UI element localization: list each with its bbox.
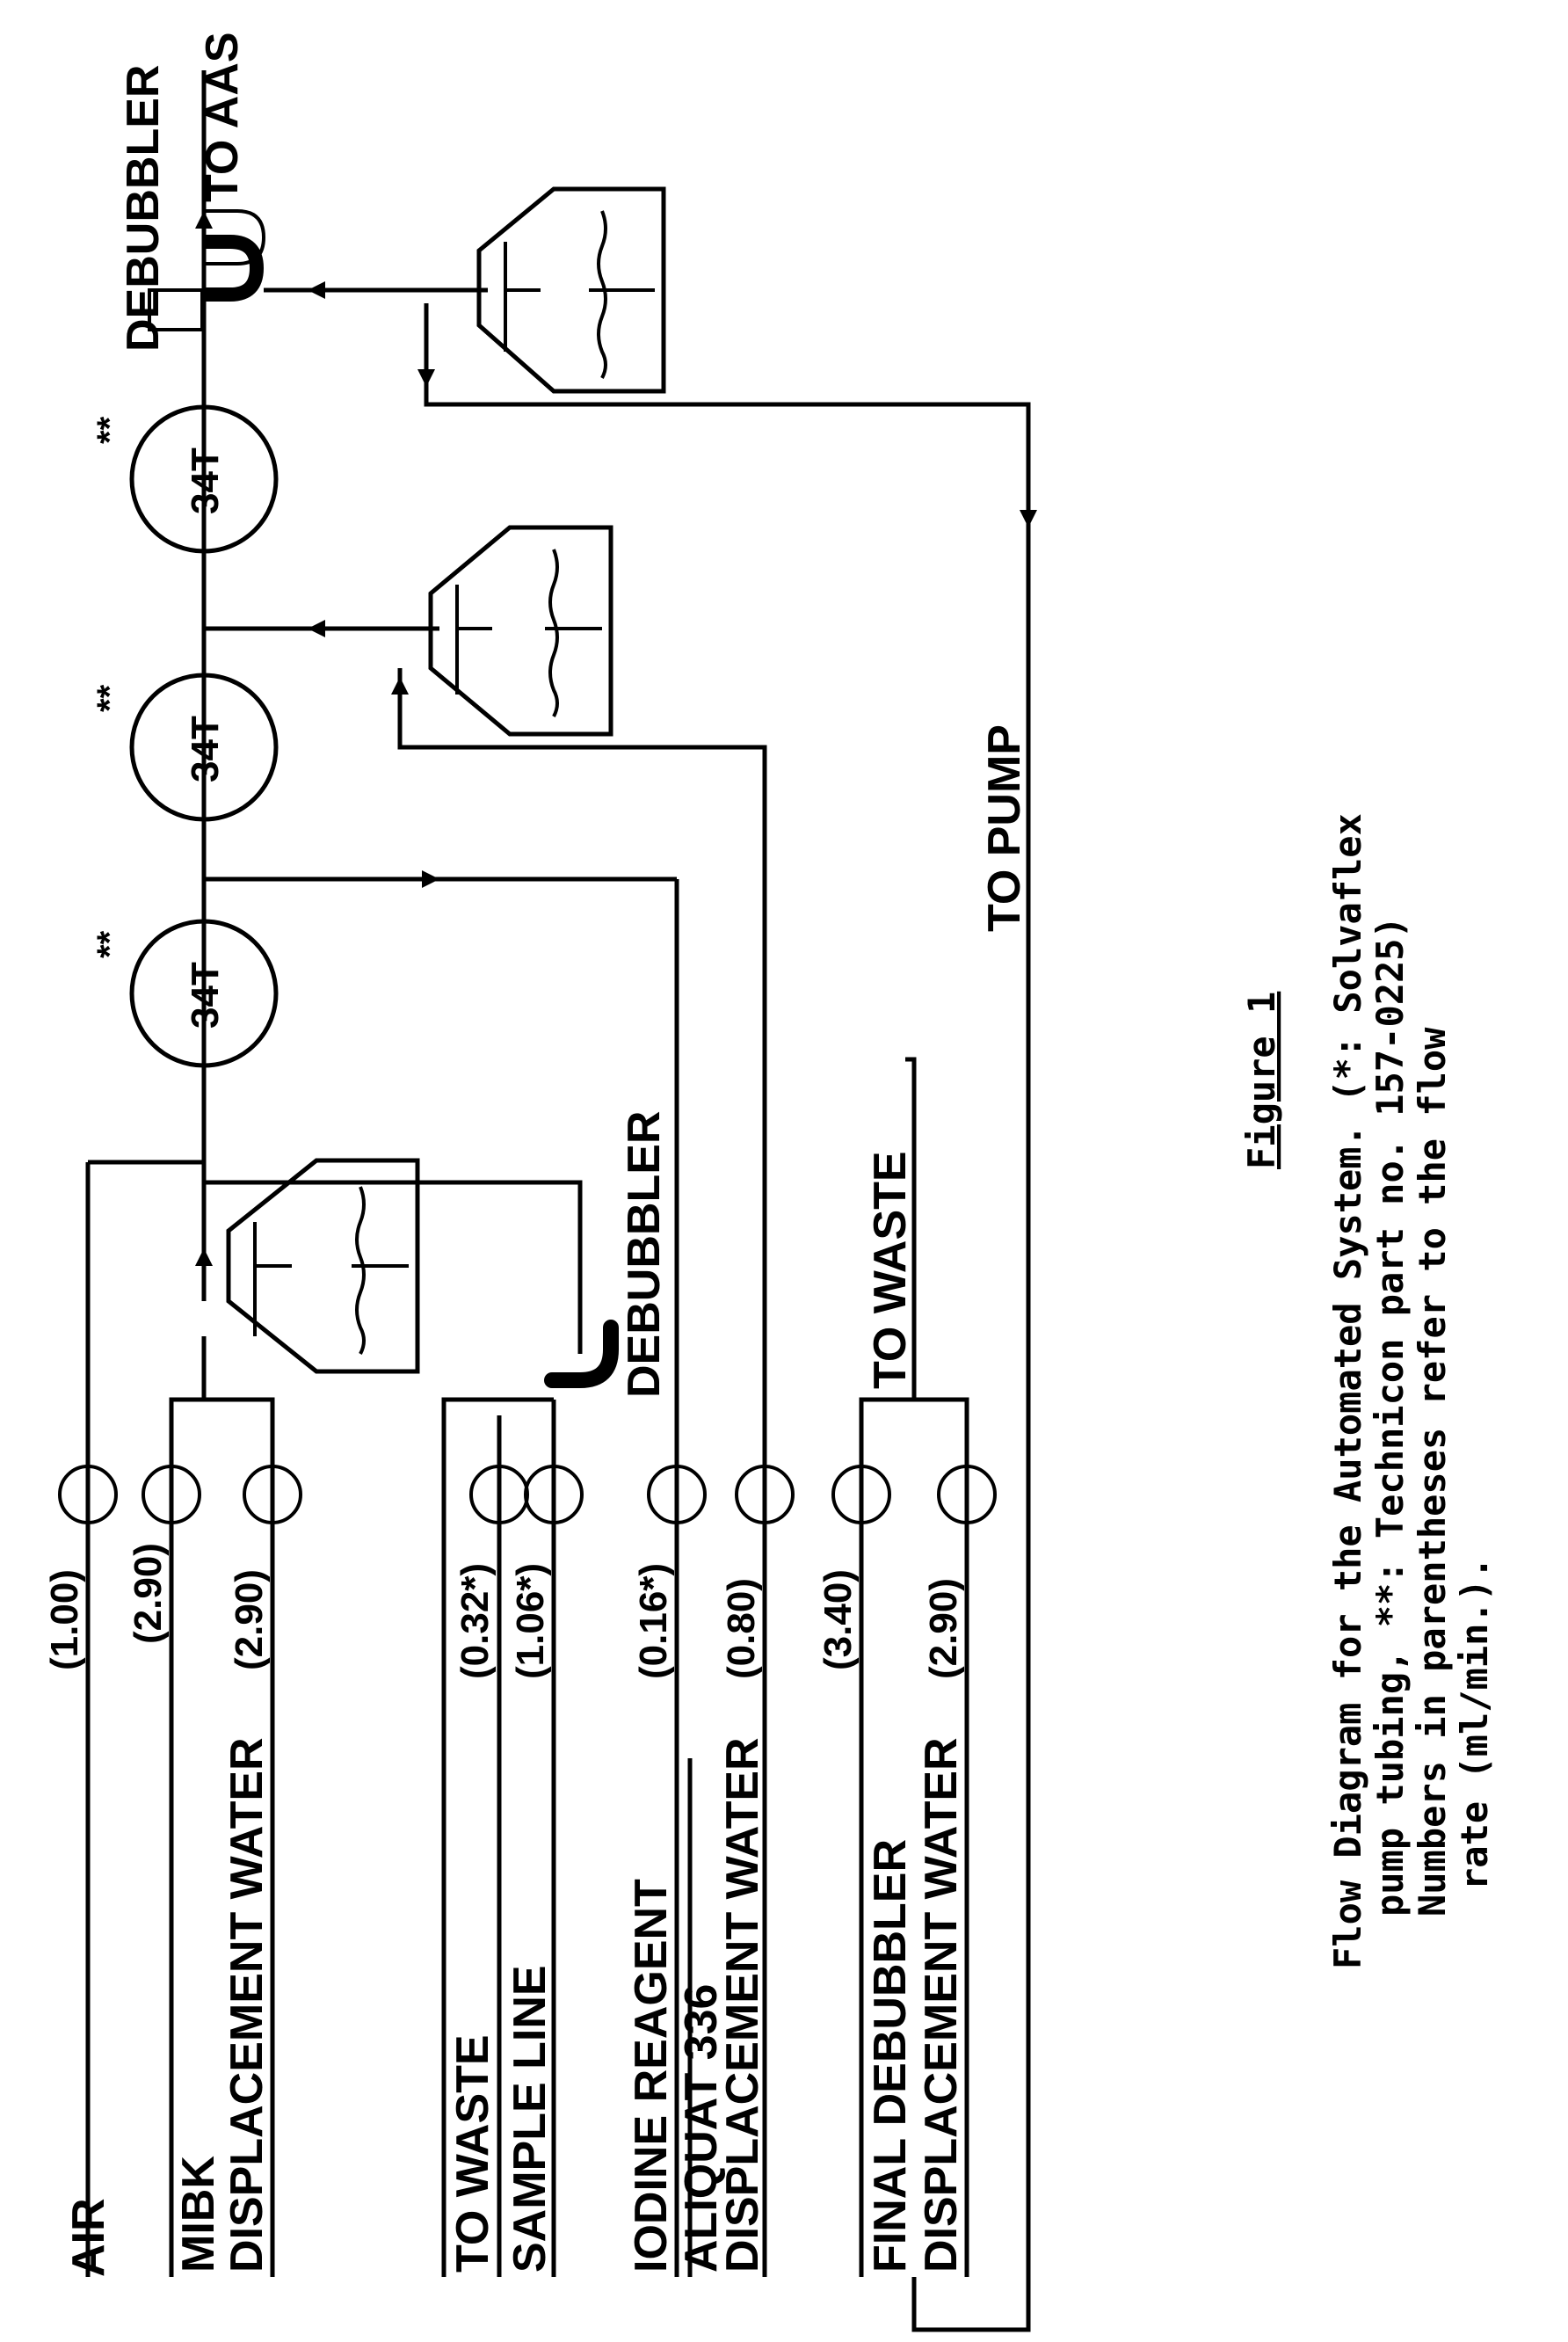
- coil-3-label: 34T: [184, 447, 227, 514]
- mixing-coil-1: [129, 919, 279, 1068]
- debubbler-1-return: [204, 1180, 583, 1354]
- coil-1-mark: **: [91, 930, 129, 958]
- pump-tube-sample-line: [524, 1465, 584, 1524]
- mixing-flask-1: [226, 1158, 420, 1374]
- caption-line-4: rate (ml/min.).: [1453, 1557, 1496, 1890]
- to-pump-line: [424, 303, 1031, 2332]
- label-displacement-water-2: DISPLACEMENT WATER: [717, 1737, 768, 2273]
- pump-tube-displacement-water-1: [243, 1465, 302, 1524]
- caption-line-3: Numbers in parentheses refer to the flow: [1411, 1027, 1454, 1917]
- pump-tube-displacement-water-2: [735, 1465, 795, 1524]
- label-sample-line: SAMPLE LINE: [505, 1965, 555, 2273]
- arrow-flask-2-inlet: [391, 677, 409, 695]
- figure-label: Figure 1: [1240, 992, 1283, 1169]
- coil-2-label: 34T: [184, 716, 227, 782]
- rate-to-waste: (0.32*): [454, 1563, 497, 1679]
- rate-sample-line: (1.06*): [509, 1563, 552, 1679]
- coil-3-mark: **: [91, 416, 129, 444]
- arrow-iodine: [422, 870, 439, 888]
- rate-mibk: (2.90): [127, 1543, 170, 1644]
- label-to-waste-1: TO WASTE: [447, 2034, 498, 2273]
- arrow-to-aas: [195, 211, 213, 229]
- pump-tube-final-debubbler: [831, 1465, 891, 1524]
- label-iodine-reagent: IODINE REAGENT: [626, 1879, 677, 2273]
- rate-displacement-water-3: (2.90): [922, 1578, 965, 1679]
- rate-displacement-water-2: (0.80): [720, 1578, 763, 1679]
- mixing-flask-2: [428, 525, 613, 737]
- label-debubbler-1: DEBUBBLER: [619, 1111, 670, 1398]
- pump-tubes: [58, 1465, 997, 1524]
- rate-displacement-water-1: (2.90): [228, 1569, 271, 1670]
- mixing-coil-2: [129, 673, 279, 822]
- pump-tube-iodine-reagent: [647, 1465, 707, 1524]
- label-displacement-water-1: DISPLACEMENT WATER: [221, 1737, 272, 2273]
- arrow-flask-2: [308, 620, 325, 637]
- label-final-debubbler: FINAL DEBUBBLER: [865, 1839, 916, 2273]
- pump-tube-mibk: [142, 1465, 201, 1524]
- label-mibk: MIBK: [173, 2156, 224, 2273]
- caption-line-2: pump tubing, **: Technicon part no. 157-…: [1368, 916, 1412, 1917]
- label-debubbler-2: DEBUBBLER: [118, 65, 169, 352]
- label-aliquat: ALIQUAT 336: [676, 1984, 727, 2273]
- to-waste-line: [905, 1057, 917, 1400]
- arrow-flask-1: [195, 1248, 213, 1266]
- coil-2-mark: **: [91, 684, 129, 712]
- arrow-to-pump: [1020, 510, 1037, 527]
- label-displacement-water-3: DISPLACEMENT WATER: [916, 1737, 967, 2273]
- piping: [85, 70, 1037, 2332]
- mixing-flask-3: [476, 186, 666, 394]
- coil-1-label: 34T: [184, 962, 227, 1029]
- arrow-flask-3: [308, 281, 325, 299]
- label-to-aas: TO AAS: [197, 32, 248, 202]
- caption-line-1: Flow Diagram for the Automated System. (…: [1326, 813, 1369, 1969]
- rate-air: (1.00): [43, 1569, 86, 1670]
- arrow-flask-3-inlet: [417, 369, 435, 387]
- label-to-waste-2: TO WASTE: [865, 1151, 916, 1389]
- rate-final-debubbler: (3.40): [817, 1569, 860, 1670]
- displacement-water-2-line: [397, 668, 767, 2277]
- rate-iodine-reagent: (0.16*): [632, 1563, 675, 1679]
- waste-sample-box: [441, 1397, 554, 2277]
- mixing-coil-3: [129, 404, 279, 554]
- label-air: AIR: [63, 2198, 114, 2277]
- debubbler-1: [544, 1320, 619, 1388]
- debubbler-2: [148, 209, 266, 331]
- mibk-box: [169, 1397, 275, 2277]
- pump-tube-air: [58, 1465, 118, 1524]
- label-to-pump: TO PUMP: [979, 724, 1030, 932]
- pump-tube-displacement-water-3: [937, 1465, 997, 1524]
